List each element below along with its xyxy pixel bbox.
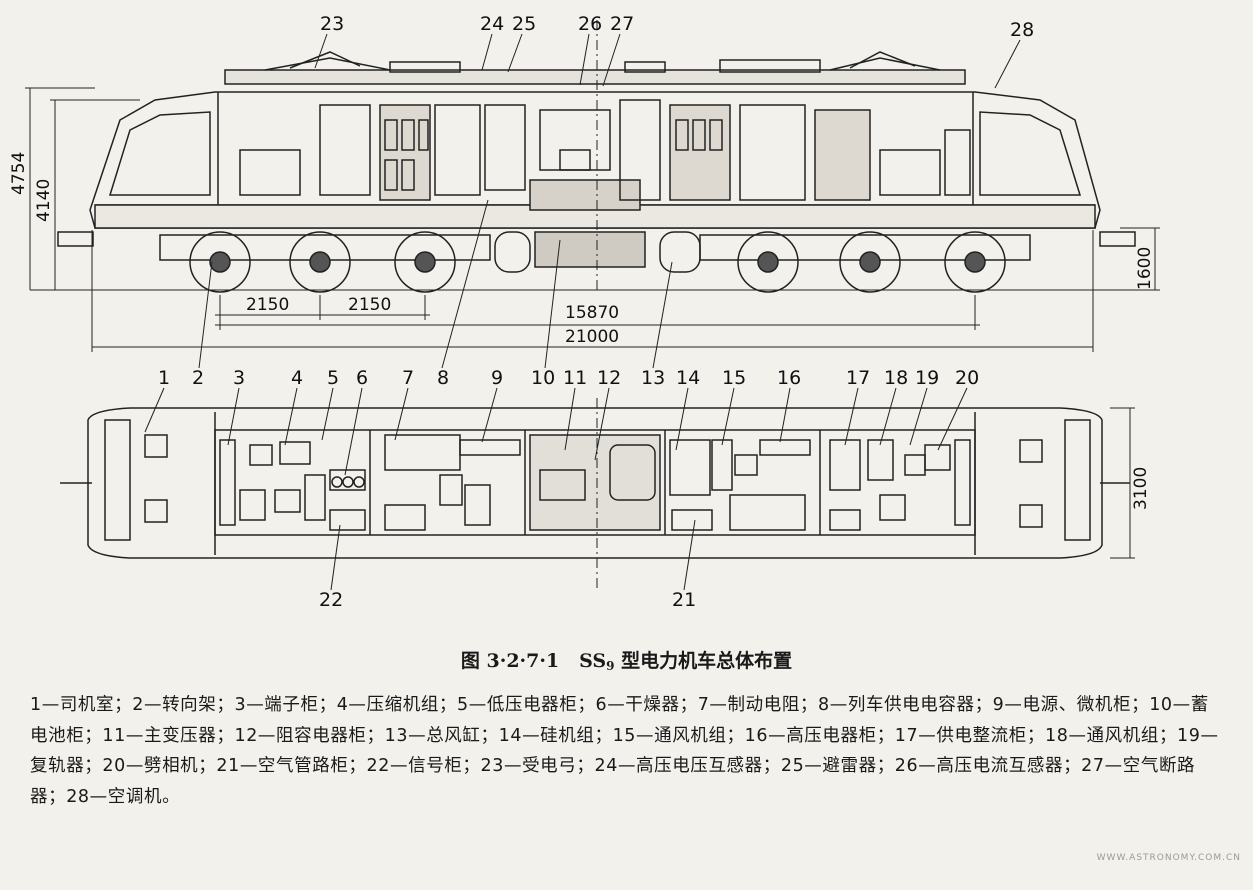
dim-bogie-spacing-b: 2150 (348, 295, 391, 315)
callout-15: 15 (722, 367, 746, 389)
figure-legend: 1—司机室；2—转向架；3—端子柜；4—压缩机组；5—低压电器柜；6—干燥器；7… (30, 690, 1220, 812)
side-elevation (30, 51, 1160, 293)
callout-14: 14 (676, 367, 700, 389)
callout-22: 22 (319, 589, 343, 611)
figure-caption: 图 3·2·7·1 SS9 型电力机车总体布置 (0, 646, 1253, 673)
callout-23: 23 (320, 13, 344, 35)
callout-21: 21 (672, 589, 696, 611)
callout-27: 27 (610, 13, 634, 35)
callout-1: 1 (158, 367, 170, 389)
side-dimensions (25, 87, 1160, 352)
callout-5: 5 (327, 367, 339, 389)
callout-17: 17 (846, 367, 870, 389)
callout-10: 10 (531, 367, 555, 389)
callout-20: 20 (955, 367, 979, 389)
figure-model: SS (579, 650, 607, 672)
dim-length-total: 21000 (565, 327, 619, 347)
callout-7: 7 (402, 367, 414, 389)
locomotive-layout-diagram: 23 24 25 26 27 28 1 2 3 4 5 6 7 8 9 10 1… (9, 13, 1160, 611)
plan-view (60, 407, 1135, 559)
callout-3: 3 (233, 367, 245, 389)
dim-height-body: 4140 (34, 179, 54, 222)
callout-13: 13 (641, 367, 665, 389)
dim-width: 3100 (1131, 467, 1151, 510)
callouts-bottom: 22 21 (319, 589, 696, 611)
callout-25: 25 (512, 13, 536, 35)
callout-11: 11 (563, 367, 587, 389)
figure-title: 型电力机车总体布置 (614, 650, 793, 672)
callout-24: 24 (480, 13, 504, 35)
callout-18: 18 (884, 367, 908, 389)
callout-4: 4 (291, 367, 303, 389)
legend-text: 1—司机室；2—转向架；3—端子柜；4—压缩机组；5—低压电器柜；6—干燥器；7… (30, 695, 1219, 807)
callouts-middle: 1 2 3 4 5 6 7 8 9 10 11 12 13 14 15 16 1… (158, 367, 979, 389)
figure-number: 图 3·2·7·1 (460, 650, 560, 672)
callout-8: 8 (437, 367, 449, 389)
callout-19: 19 (915, 367, 939, 389)
watermark: WWW.ASTRONOMY.COM.CN (1096, 853, 1241, 863)
figure-model-subscript: 9 (606, 659, 615, 673)
callout-2: 2 (192, 367, 204, 389)
callout-26: 26 (578, 13, 602, 35)
dimension-labels: 4754 4140 1600 2150 2150 15870 21000 310… (9, 152, 1155, 510)
dim-height-total: 4754 (9, 152, 29, 195)
callouts-top: 23 24 25 26 27 28 (320, 13, 1034, 41)
dim-bogie-centers: 15870 (565, 303, 619, 323)
dim-buffer-height: 1600 (1135, 247, 1155, 290)
callout-9: 9 (491, 367, 503, 389)
callout-16: 16 (777, 367, 801, 389)
callout-28: 28 (1010, 19, 1034, 41)
callout-6: 6 (356, 367, 368, 389)
leader-lines (144, 33, 1021, 591)
callout-12: 12 (597, 367, 621, 389)
dim-bogie-spacing-a: 2150 (246, 295, 289, 315)
